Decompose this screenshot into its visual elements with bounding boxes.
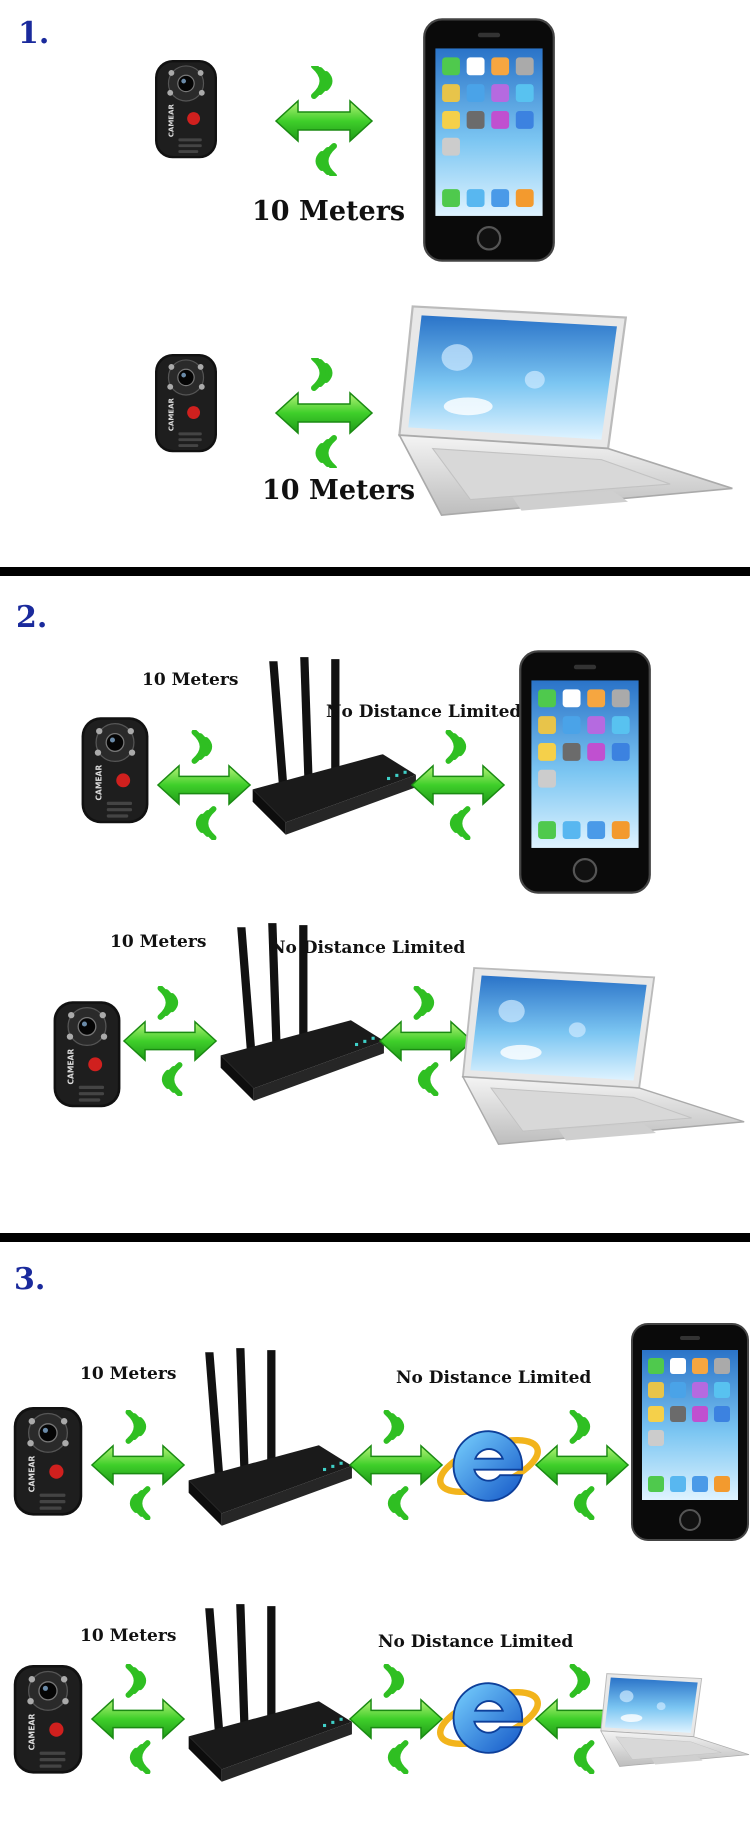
mini-camera-icon: [74, 680, 156, 858]
laptop-icon: [446, 958, 746, 1158]
distance-label: 10 Meters: [252, 196, 406, 227]
mini-camera-icon: [6, 1374, 90, 1546]
laptop-icon: [372, 302, 742, 524]
limit-label: No Distance Limited: [378, 1632, 574, 1652]
section-number-1: 1.: [18, 16, 50, 51]
wifi-link-icon: [348, 1410, 444, 1520]
section-divider: [0, 1233, 750, 1242]
distance-label: 10 Meters: [80, 1364, 177, 1384]
mini-camera-icon: [148, 314, 224, 490]
distance-label: 10 Meters: [142, 670, 239, 690]
internet-explorer-icon: [434, 1670, 544, 1766]
laptop-icon: [592, 1626, 750, 1816]
wifi-router-icon: [168, 1340, 354, 1538]
distance-label: 10 Meters: [110, 932, 207, 952]
internet-explorer-icon: [434, 1418, 544, 1514]
wifi-link-icon: [272, 358, 376, 468]
distance-label: 10 Meters: [80, 1626, 177, 1646]
section-divider: [0, 567, 750, 576]
limit-label: No Distance Limited: [396, 1368, 592, 1388]
smartphone-icon: [518, 644, 652, 900]
wifi-link-icon: [410, 730, 506, 840]
wifi-link-icon: [272, 66, 376, 176]
smartphone-icon: [422, 10, 556, 270]
section-number-2: 2.: [16, 600, 48, 635]
limit-label: No Distance Limited: [270, 938, 466, 958]
section-number-3: 3.: [14, 1262, 46, 1297]
mini-camera-icon: [6, 1632, 90, 1804]
wifi-router-icon: [232, 650, 418, 846]
wifi-link-icon: [348, 1664, 444, 1774]
mini-camera-icon: [46, 964, 128, 1142]
wifi-link-icon: [534, 1410, 630, 1520]
limit-label: No Distance Limited: [326, 702, 522, 722]
mini-camera-icon: [148, 20, 224, 196]
wifi-router-icon: [168, 1596, 354, 1794]
smartphone-icon: [630, 1318, 750, 1546]
distance-label: 10 Meters: [262, 475, 416, 506]
